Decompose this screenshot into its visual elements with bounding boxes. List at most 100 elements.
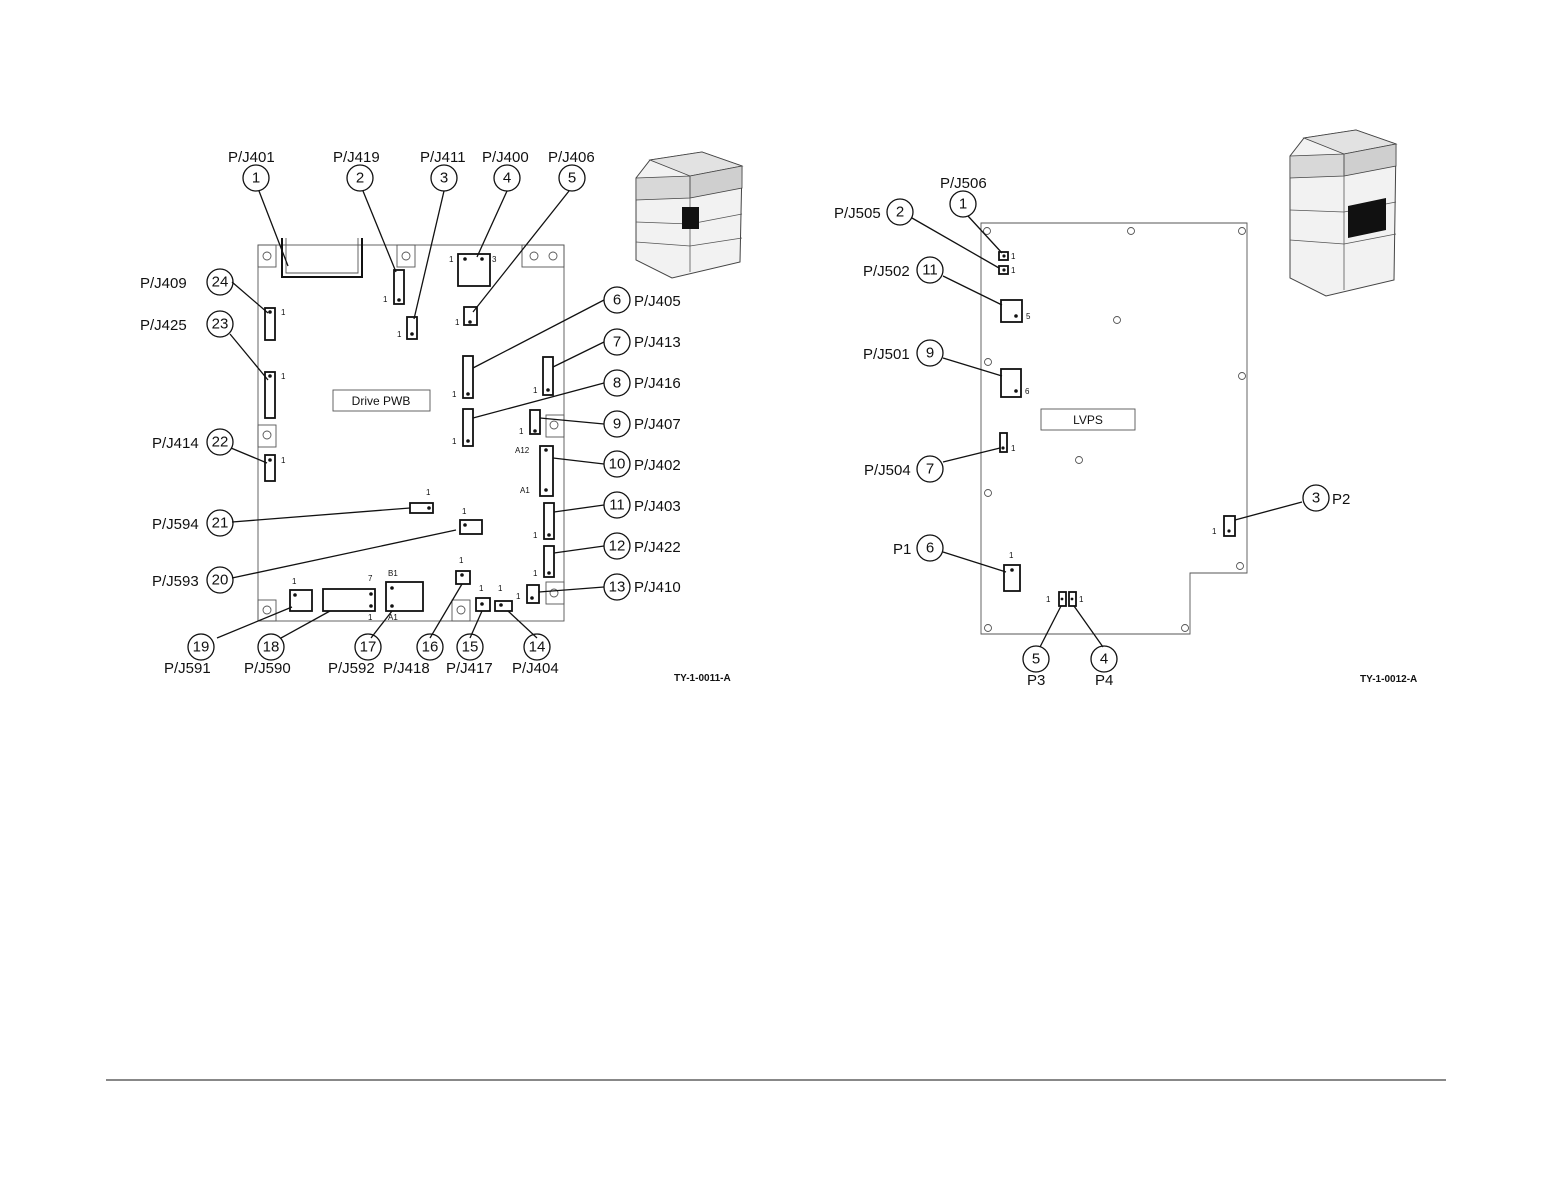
svg-text:14: 14 — [529, 639, 546, 656]
callout-pj504: 7P/J504 — [864, 455, 944, 483]
callout-pj401: 1P/J401 — [228, 149, 275, 192]
drive-pwb-callouts: 1P/J401 2P/J419 3P/J411 4P/J400 5P/J406 … — [140, 149, 681, 677]
svg-text:15: 15 — [462, 639, 479, 656]
callout-pj425: 23P/J425 — [140, 310, 234, 338]
svg-text:12: 12 — [609, 538, 626, 555]
svg-text:P/J407: P/J407 — [634, 416, 681, 433]
svg-text:P/J414: P/J414 — [152, 435, 199, 452]
svg-text:1: 1 — [1011, 252, 1016, 261]
svg-text:1: 1 — [479, 584, 484, 593]
svg-text:3: 3 — [492, 255, 497, 264]
svg-text:A12: A12 — [515, 446, 530, 455]
svg-text:1: 1 — [1009, 551, 1014, 560]
callout-pj403: 11 P/J403 — [603, 491, 681, 519]
lvps-board-outline — [980, 222, 1248, 635]
svg-text:5: 5 — [568, 170, 576, 187]
lvps-connectors — [998, 251, 1236, 607]
svg-text:P/J413: P/J413 — [634, 334, 681, 351]
svg-text:7: 7 — [613, 334, 621, 351]
svg-text:1: 1 — [533, 386, 538, 395]
svg-text:P/J402: P/J402 — [634, 457, 681, 474]
svg-text:23: 23 — [212, 316, 229, 333]
svg-text:18: 18 — [263, 639, 280, 656]
svg-text:P/J590: P/J590 — [244, 660, 291, 677]
lvps-pin-marks: 1 1 5 6 1 1 1 1 1 — [1009, 252, 1217, 604]
svg-text:P/J594: P/J594 — [152, 516, 199, 533]
svg-text:17: 17 — [360, 639, 377, 656]
lvps-figure: LVPS 1 1 5 6 1 1 1 1 1 — [834, 129, 1417, 689]
svg-text:1: 1 — [533, 531, 538, 540]
svg-text:1: 1 — [452, 390, 457, 399]
callout-pj402: 10 P/J402 — [603, 450, 681, 478]
callout-pj411: 3 P/J411 — [420, 149, 466, 192]
svg-text:10: 10 — [609, 456, 626, 473]
svg-text:1: 1 — [281, 456, 286, 465]
callout-pj592: 17P/J592 — [328, 633, 382, 677]
svg-text:11: 11 — [609, 497, 625, 514]
svg-text:P/J411: P/J411 — [420, 149, 466, 166]
printer-location-icon — [1289, 129, 1398, 297]
svg-text:P/J422: P/J422 — [634, 539, 681, 556]
svg-text:P/J502: P/J502 — [863, 263, 910, 280]
drive-pwb-figure: Drive PWB — [140, 149, 744, 684]
svg-text:B1: B1 — [388, 569, 398, 578]
svg-text:1: 1 — [516, 592, 521, 601]
svg-text:P/J419: P/J419 — [333, 149, 380, 166]
left-figure-id: TY-1-0011-A — [674, 673, 731, 684]
svg-text:11: 11 — [922, 262, 938, 279]
callout-pj400: 4P/J400 — [482, 149, 529, 192]
svg-text:P/J409: P/J409 — [140, 275, 187, 292]
svg-text:9: 9 — [613, 416, 621, 433]
drive-pwb-name-box — [332, 389, 431, 412]
svg-text:2: 2 — [356, 170, 364, 187]
svg-text:P/J403: P/J403 — [634, 498, 681, 515]
callout-pj502: 11 P/J502 — [863, 256, 944, 284]
svg-text:P4: P4 — [1095, 672, 1113, 689]
callout-pj406: 5P/J406 — [548, 149, 595, 192]
svg-text:1: 1 — [519, 427, 524, 436]
callout-p3: 5P3 — [1022, 645, 1050, 689]
callout-pj594: 21 P/J594 — [152, 509, 234, 537]
svg-text:16: 16 — [422, 639, 439, 656]
svg-text:1: 1 — [252, 170, 260, 187]
svg-text:1: 1 — [1212, 527, 1217, 536]
svg-text:5: 5 — [1032, 651, 1040, 668]
svg-text:4: 4 — [1100, 651, 1108, 668]
svg-text:24: 24 — [212, 274, 229, 291]
svg-text:P/J506: P/J506 — [940, 175, 987, 192]
callout-pj413: 7 P/J413 — [603, 328, 681, 356]
svg-text:3: 3 — [440, 170, 448, 187]
svg-text:7: 7 — [368, 574, 373, 583]
svg-text:21: 21 — [212, 515, 229, 532]
svg-text:1: 1 — [292, 577, 297, 586]
svg-text:1: 1 — [959, 196, 967, 213]
svg-text:P/J505: P/J505 — [834, 205, 881, 222]
svg-text:P1: P1 — [893, 541, 911, 558]
svg-text:P2: P2 — [1332, 491, 1350, 508]
svg-text:2: 2 — [896, 204, 904, 221]
right-figure-id: TY-1-0012-A — [1360, 674, 1417, 685]
svg-text:1: 1 — [1011, 444, 1016, 453]
svg-text:1: 1 — [383, 295, 388, 304]
svg-text:1: 1 — [449, 255, 454, 264]
callout-p1: 6P1 — [893, 534, 944, 562]
lvps-holes — [983, 227, 1246, 632]
callout-pj418: 16P/J418 — [383, 633, 444, 677]
svg-text:A1: A1 — [520, 486, 530, 495]
svg-text:20: 20 — [212, 572, 229, 589]
svg-text:1: 1 — [397, 330, 402, 339]
svg-text:P/J501: P/J501 — [863, 346, 910, 363]
lvps-name: LVPS — [1073, 413, 1103, 427]
svg-text:P/J405: P/J405 — [634, 293, 681, 310]
callout-p4: 4P4 — [1090, 645, 1118, 689]
svg-text:1: 1 — [452, 437, 457, 446]
svg-text:4: 4 — [503, 170, 511, 187]
callout-pj417: 15P/J417 — [446, 633, 493, 677]
printer-location-icon — [635, 151, 744, 279]
drive-pwb-connectors — [264, 238, 555, 612]
